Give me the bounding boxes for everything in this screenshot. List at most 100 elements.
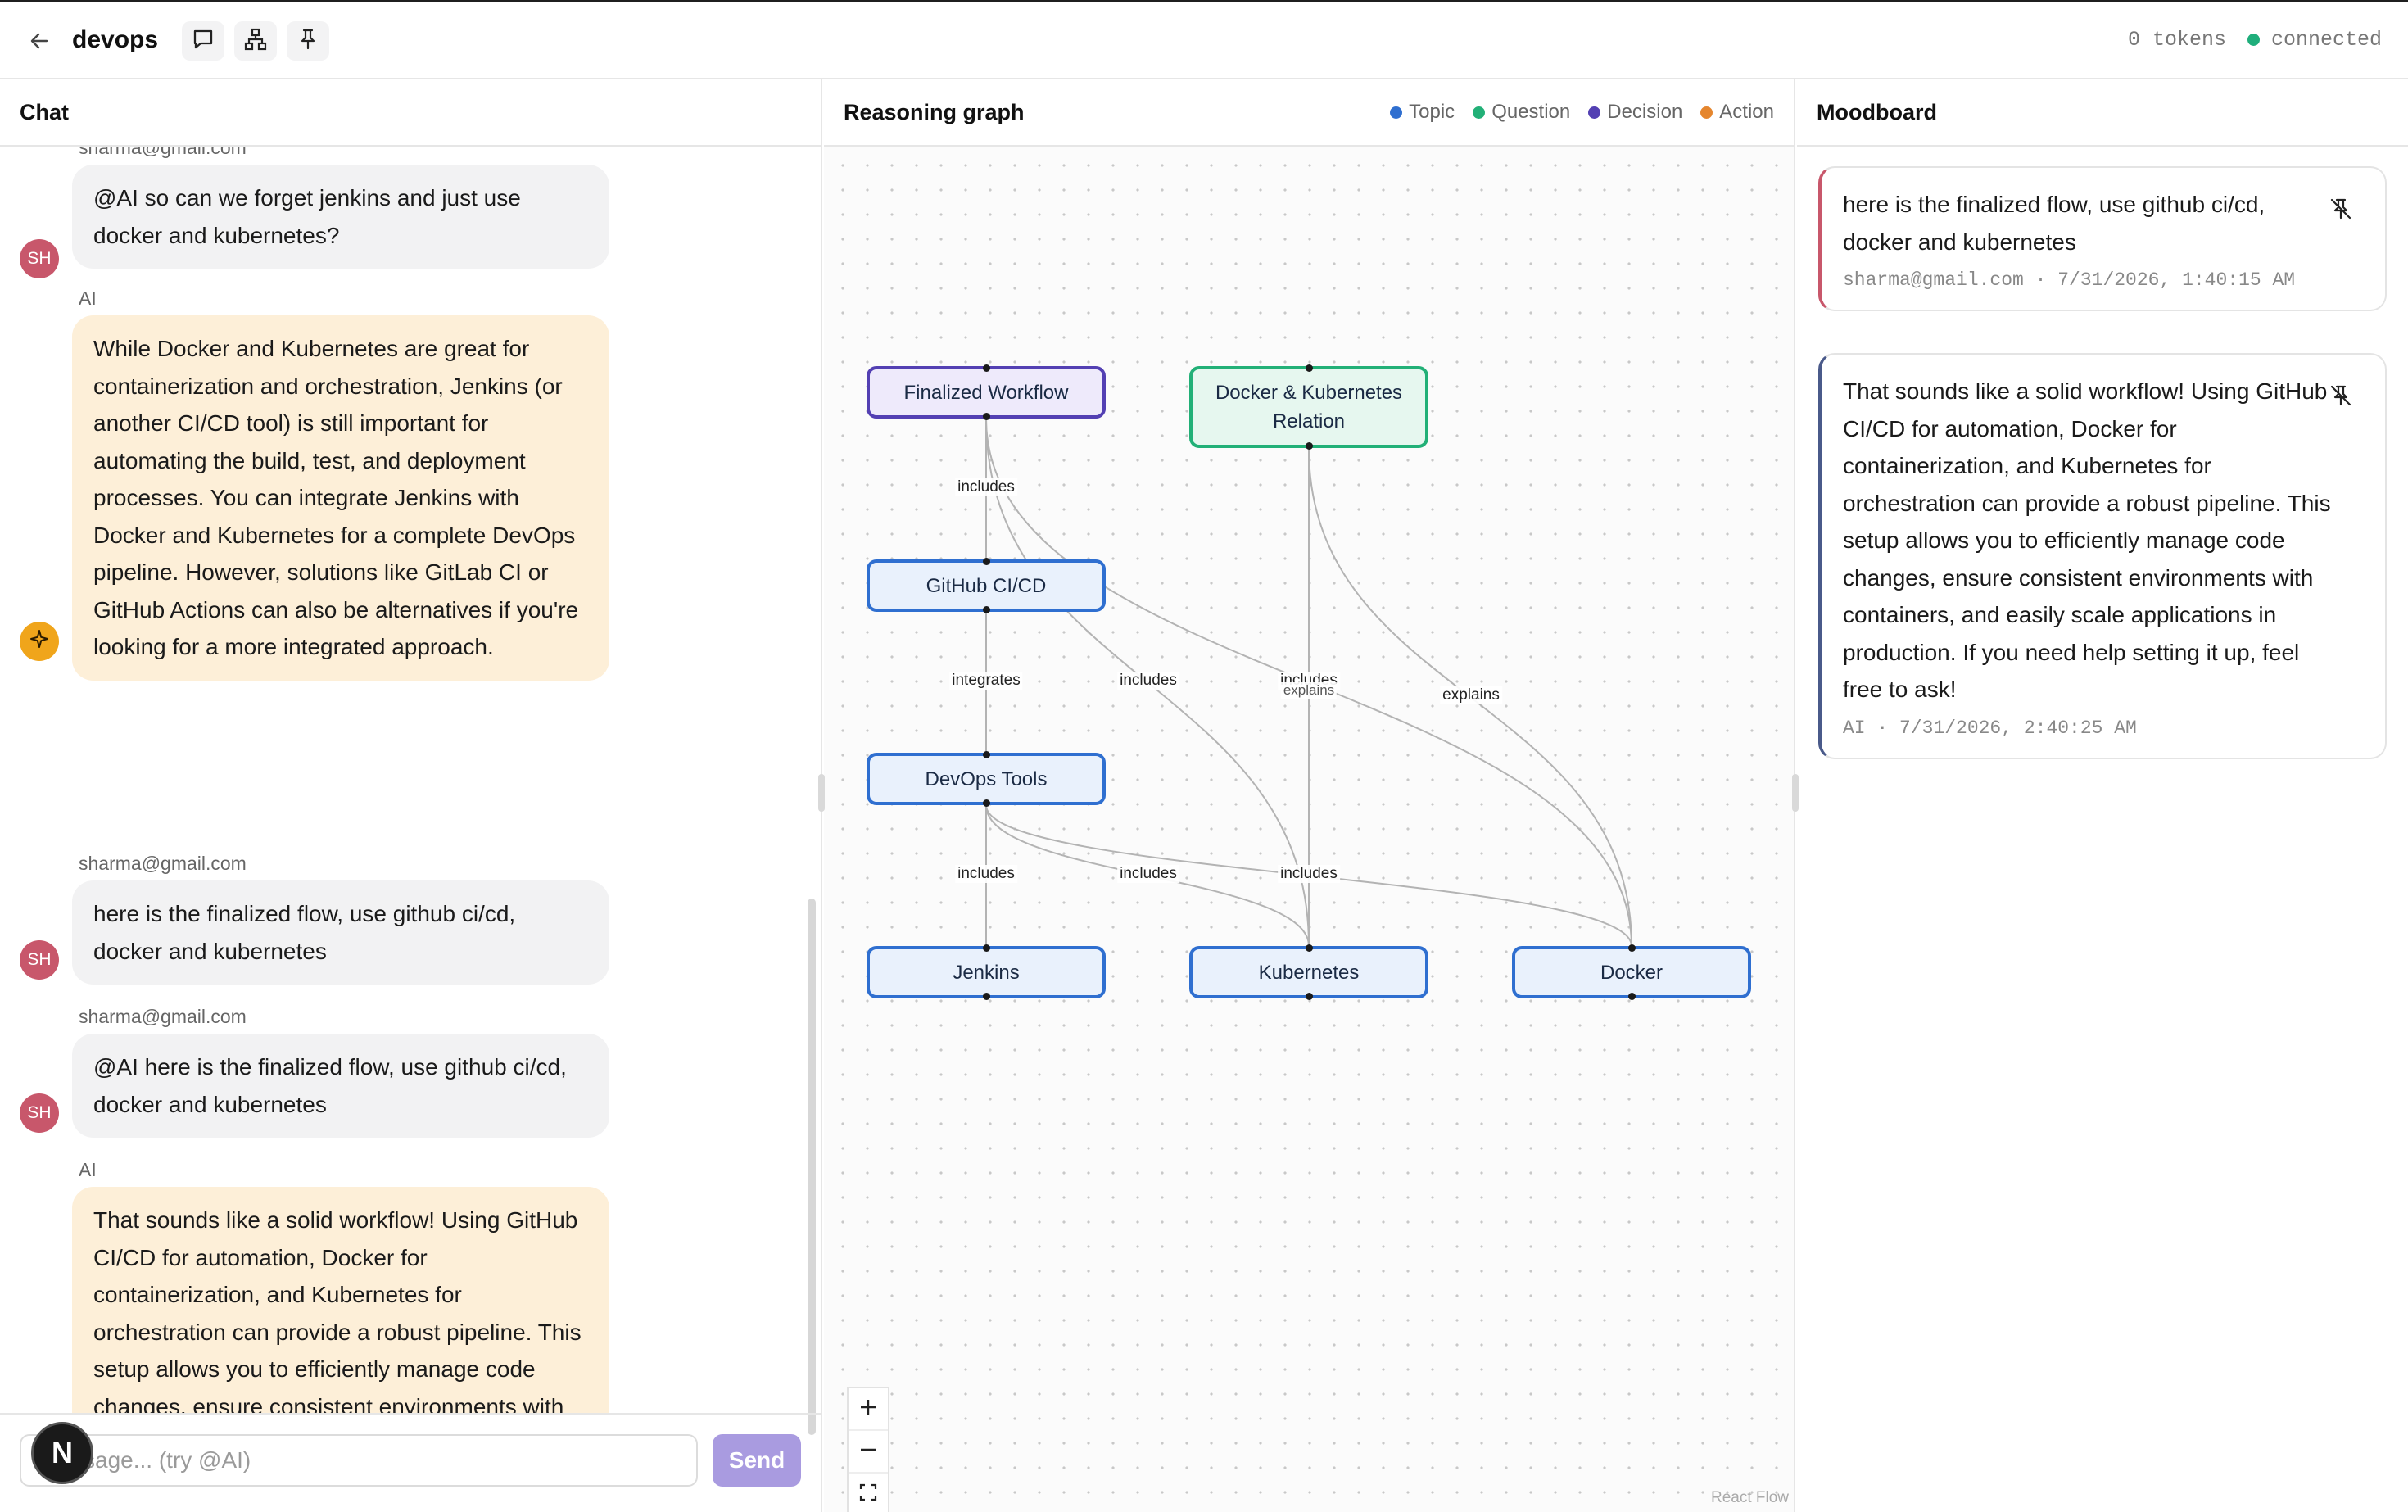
avatar: SH [20, 940, 59, 980]
node-handle[interactable] [982, 606, 990, 613]
chat-message: sharma@gmail.com here is the finalized f… [20, 851, 609, 985]
status-area: 0 tokens connected [2128, 28, 2382, 52]
graph-node-docker[interactable]: Docker [1512, 944, 1751, 1000]
graph-node-finalized-workflow[interactable]: Finalized Workflow [867, 364, 1106, 420]
edge-label: includes [955, 478, 1017, 496]
node-handle[interactable] [1305, 442, 1313, 450]
edge-label: includes [1117, 865, 1179, 883]
graph-canvas[interactable]: Finalized Workflow Docker & Kubernetes R… [824, 147, 1794, 1512]
graph-node-jenkins[interactable]: Jenkins [867, 944, 1106, 1000]
legend-label: Question [1491, 101, 1571, 123]
top-bar: devops 0 tokens connected [0, 0, 2408, 79]
fit-view-button[interactable] [849, 1474, 888, 1512]
legend-label: Topic [1409, 101, 1455, 123]
graph-node-docker-kubernetes-relation[interactable]: Docker & Kubernetes Relation [1189, 364, 1428, 450]
message-author [79, 147, 609, 160]
legend-label: Action [1719, 101, 1774, 123]
graph-node-github-cicd[interactable]: GitHub CI/CD [867, 558, 1106, 613]
node-label: DevOps Tools [925, 767, 1048, 790]
avatar: SH [20, 1093, 59, 1133]
node-handle[interactable] [1305, 364, 1313, 372]
zoom-in-icon [858, 1397, 878, 1421]
moodboard-view-button[interactable] [287, 21, 329, 61]
legend-dot [1588, 106, 1601, 119]
chat-message: AI That sounds like a solid workflow! Us… [20, 1157, 609, 1413]
node-handle[interactable] [982, 799, 990, 807]
moodboard-card: here is the finalized flow, use github c… [1818, 166, 2387, 311]
edge-label: integrates [949, 672, 1023, 690]
node-label: Jenkins [953, 961, 1020, 984]
avatar: SH [20, 239, 59, 278]
legend-item-topic: Topic [1390, 101, 1455, 124]
legend-dot [1473, 106, 1486, 119]
edge-label: explains [1440, 686, 1502, 704]
chat-message: sharma@gmail.com @AI here is the finaliz… [20, 1004, 609, 1138]
legend-dot [1390, 106, 1403, 119]
graph-controls [847, 1387, 889, 1512]
unpin-button[interactable] [2326, 383, 2356, 412]
graph-node-kubernetes[interactable]: Kubernetes [1189, 944, 1428, 1000]
message-author: sharma@gmail.com [79, 1006, 247, 1027]
node-label: Docker & Kubernetes Relation [1215, 382, 1403, 432]
chat-title: Chat [20, 100, 69, 124]
chat-panel: Chat sharma@gmail.com @AI so can we forg… [0, 79, 822, 1512]
node-handle[interactable] [982, 558, 990, 565]
legend-label: Decision [1607, 101, 1683, 123]
chat-bubble-icon [191, 27, 215, 56]
edge-label: includes [955, 865, 1017, 883]
edge-label: includes [1117, 672, 1179, 690]
panel-resize-handle[interactable] [818, 774, 825, 812]
graph-view-button[interactable] [234, 21, 277, 61]
chat-message-list[interactable]: sharma@gmail.com @AI so can we forget je… [0, 147, 821, 1413]
message-author: AI [79, 287, 97, 309]
unpin-button[interactable] [2326, 196, 2356, 225]
graph-header: Reasoning graph Topic Question Decision … [824, 79, 1794, 147]
zoom-out-button[interactable] [849, 1431, 888, 1474]
message-bubble: That sounds like a solid workflow! Using… [72, 1187, 609, 1413]
card-meta: sharma@gmail.com · 7/31/2026, 1:40:15 AM [1843, 269, 2296, 291]
message-author: sharma@gmail.com [79, 853, 247, 874]
zoom-in-button[interactable] [849, 1388, 888, 1431]
ai-avatar [20, 622, 59, 661]
node-label: Kubernetes [1258, 961, 1360, 984]
legend-item-action: Action [1700, 101, 1774, 124]
graph-title: Reasoning graph [844, 100, 1025, 124]
chat-view-button[interactable] [182, 21, 224, 61]
reasoning-graph-panel: Reasoning graph Topic Question Decision … [824, 79, 1795, 1512]
workspace-title: devops [72, 26, 159, 53]
nextjs-dev-badge[interactable]: N [31, 1422, 93, 1484]
message-bubble: While Docker and Kubernetes are great fo… [72, 315, 609, 681]
graph-node-devops-tools[interactable]: DevOps Tools [867, 751, 1106, 807]
fit-view-icon [858, 1483, 878, 1506]
graph-hierarchy-icon [243, 27, 268, 56]
message-input[interactable]: sage... (try @AI) [20, 1434, 698, 1487]
node-handle[interactable] [1627, 944, 1636, 952]
sparkle-icon [29, 628, 50, 654]
moodboard-panel: Moodboard here is the finalized flow, us… [1797, 79, 2408, 1512]
graph-edges [985, 418, 1632, 947]
node-handle[interactable] [982, 413, 990, 420]
send-button[interactable]: Send [713, 1434, 801, 1487]
panel-resize-handle[interactable] [1792, 774, 1799, 812]
card-meta: AI · 7/31/2026, 2:40:25 AM [1843, 717, 2137, 739]
node-handle[interactable] [982, 944, 990, 952]
node-handle[interactable] [982, 751, 990, 758]
node-handle[interactable] [1305, 993, 1313, 1000]
node-handle[interactable] [1627, 993, 1636, 1000]
back-arrow-icon[interactable] [23, 25, 56, 57]
moodboard-header: Moodboard [1797, 79, 2408, 147]
chat-composer: sage... (try @AI) Send [0, 1413, 821, 1512]
chat-header: Chat [0, 79, 821, 147]
react-flow-attribution[interactable]: React Flow [1710, 1489, 1789, 1506]
node-handle[interactable] [982, 364, 990, 372]
chat-scrollbar[interactable] [808, 899, 816, 1435]
connection-status: connected [2270, 28, 2382, 52]
moodboard-card: That sounds like a solid workflow! Using… [1818, 353, 2387, 759]
pin-icon [296, 27, 320, 56]
node-label: GitHub CI/CD [926, 574, 1047, 597]
node-handle[interactable] [1305, 944, 1313, 952]
node-label: Finalized Workflow [903, 381, 1069, 404]
node-handle[interactable] [982, 993, 990, 1000]
legend-item-question: Question [1473, 101, 1570, 124]
graph-legend: Topic Question Decision Action [1372, 101, 1774, 124]
